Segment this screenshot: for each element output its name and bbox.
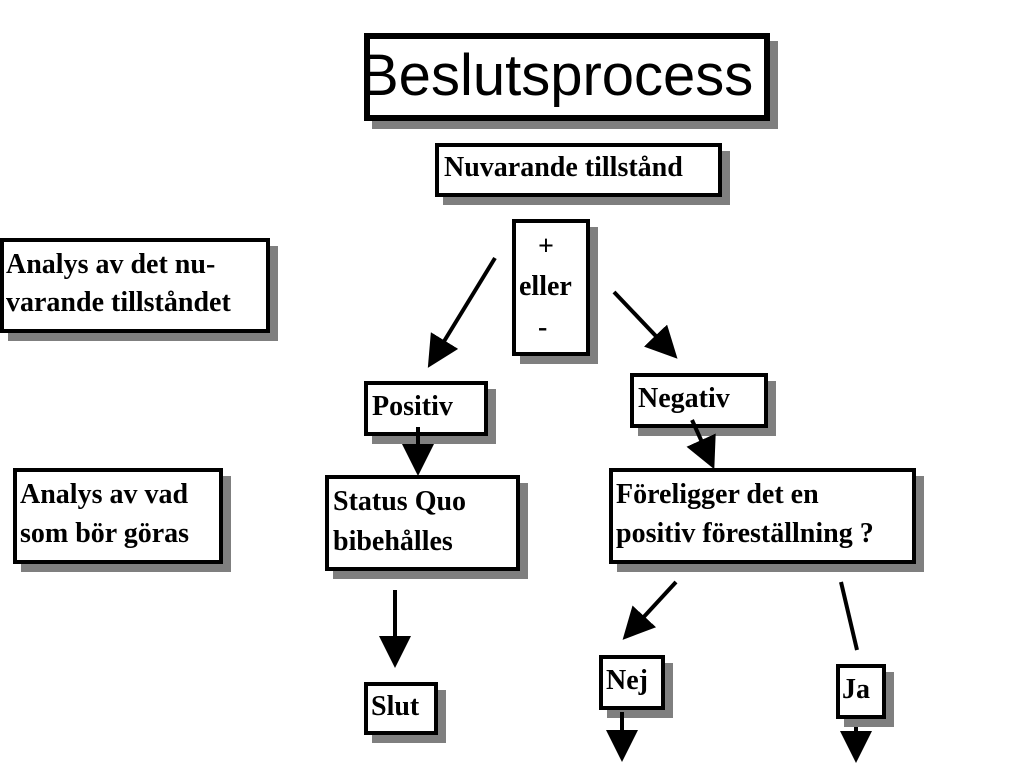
positive-idea-line1: Föreligger det en	[616, 479, 819, 510]
arrow-negative-to-question	[686, 419, 716, 470]
yes-label: Ja	[842, 674, 870, 705]
analysis-current-line2: varande tillståndet	[6, 287, 231, 318]
analysis-todo-line1: Analys av vad	[20, 479, 189, 510]
current-state-box	[435, 143, 722, 197]
no-label: Nej	[606, 665, 648, 696]
analysis-current-box	[0, 238, 270, 333]
status-quo-box	[325, 475, 520, 571]
end-label: Slut	[371, 691, 420, 722]
line-question-to-yes	[839, 581, 859, 651]
no-box	[599, 655, 665, 710]
yes-box	[836, 664, 886, 719]
sign-plus: +	[538, 231, 554, 262]
status-quo-line1: Status Quo	[333, 486, 467, 517]
negative-label: Negativ	[638, 383, 730, 414]
status-quo-line2: bibehålles	[333, 526, 453, 557]
positive-idea-box	[609, 468, 916, 564]
title-box	[364, 33, 770, 121]
end-box	[364, 682, 438, 735]
arrow-to-negative	[612, 290, 678, 359]
analysis-todo-box	[13, 468, 223, 564]
analysis-current-line1: Analys av det nu-	[6, 249, 216, 280]
diagram-title: Beslutsprocess	[360, 43, 754, 108]
positive-label: Positiv	[372, 391, 453, 422]
arrow-to-positive	[427, 256, 497, 368]
analysis-todo-line2: som bör göras	[20, 518, 190, 549]
arrow-question-to-no	[622, 580, 678, 640]
sign-or: eller	[519, 271, 572, 302]
sign-box	[512, 219, 590, 356]
sign-minus: -	[538, 312, 548, 343]
negative-box	[630, 373, 768, 428]
positive-box	[364, 381, 488, 436]
current-state-label: Nuvarande tillstånd	[444, 152, 683, 183]
positive-idea-line2: positiv föreställning ?	[616, 518, 874, 549]
